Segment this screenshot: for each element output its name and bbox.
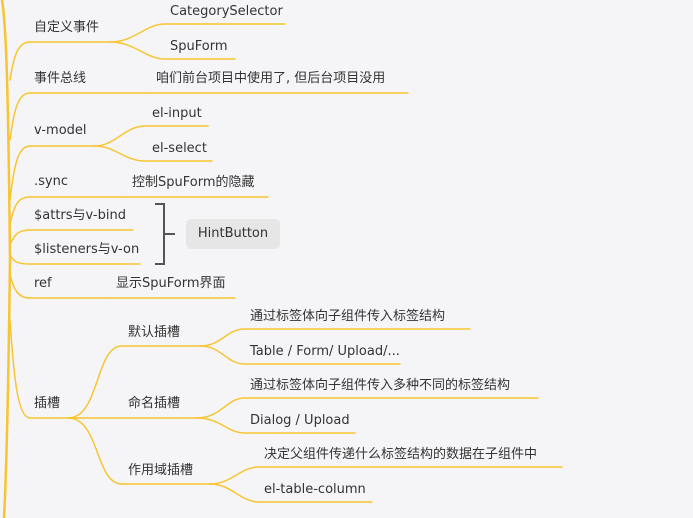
node-default-slot-examples: Table / Form/ Upload/...: [250, 344, 400, 359]
edge-root-listeners: [9, 254, 31, 265]
branch-label-attrs: $attrs与v-bind: [34, 208, 126, 223]
edge-slot-scoped: [67, 417, 211, 485]
edge-root-shijian: [9, 92, 31, 141]
summary-node-hintbutton[interactable]: HintButton: [186, 219, 280, 249]
node-el-select: el-select: [152, 141, 207, 156]
edge-root-ref: [9, 274, 31, 299]
summary-bracket: [155, 203, 175, 265]
node-default-slot-desc: 通过标签体向子组件传入标签结构: [250, 309, 446, 324]
edge-root-zidingyi: [9, 41, 31, 81]
edge-root-vmodel: [9, 145, 31, 201]
node-named-slot: 命名插槽: [128, 396, 181, 411]
node-ref-note: 显示SpuForm界面: [116, 276, 226, 291]
edge-vmodel-elinput: [94, 125, 209, 147]
branch-label-ref: ref: [34, 276, 52, 291]
edge-default-1: [199, 328, 471, 347]
node-named-slot-examples: Dialog / Upload: [250, 413, 350, 428]
branch-label-vmodel: v-model: [34, 123, 87, 138]
node-named-slot-desc: 通过标签体向子组件传入多种不同的标签结构: [250, 378, 511, 393]
branch-label-zidingyi: 自定义事件: [34, 20, 100, 35]
branch-label-slot: 插槽: [34, 396, 61, 411]
node-event-bus-note: 咱们前台项目中使用了, 但后台项目没用: [156, 71, 386, 86]
node-el-input: el-input: [152, 106, 202, 121]
node-category-selector: CategorySelector: [170, 4, 283, 19]
edge-root-attrs: [9, 229, 31, 246]
edge-scoped-2: [209, 483, 373, 503]
trunk-line: [0, 0, 12, 518]
branch-label-shijian: 事件总线: [34, 71, 87, 86]
edge-zidingyi-spuform: [109, 41, 236, 60]
edge-root-slot: [9, 319, 31, 419]
edge-default-2: [199, 345, 401, 365]
edge-zidingyi-category: [109, 23, 286, 43]
branch-label-sync: .sync: [34, 174, 68, 189]
edge-named-2: [195, 417, 356, 434]
edge-slot-default: [67, 345, 201, 419]
branch-label-listeners: $listeners与v-on: [34, 242, 140, 257]
edge-named-1: [195, 397, 539, 419]
node-sync-note: 控制SpuForm的隐藏: [132, 175, 255, 190]
node-spuform: SpuForm: [170, 39, 228, 54]
node-default-slot: 默认插槽: [128, 325, 181, 340]
edge-root-sync: [9, 196, 31, 226]
edge-vmodel-elselect: [94, 145, 213, 162]
node-scoped-slot-examples: el-table-column: [264, 482, 366, 497]
node-scoped-slot-desc: 决定父组件传递什么标签结构的数据在子组件中: [264, 447, 538, 462]
edge-scoped-1: [209, 466, 563, 485]
node-scoped-slot: 作用域插槽: [128, 463, 194, 478]
